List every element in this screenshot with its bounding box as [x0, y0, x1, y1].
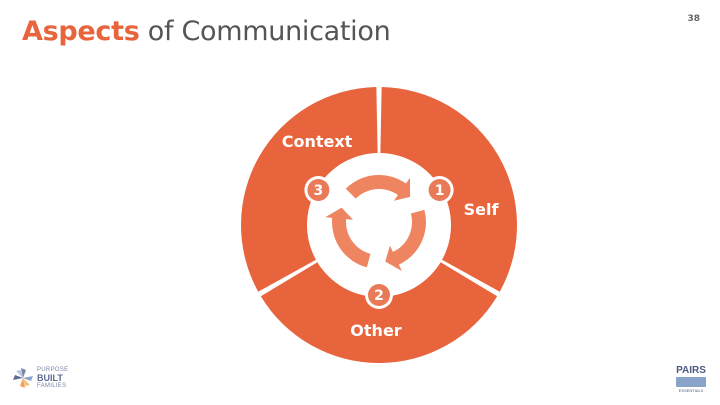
badge-group: 1 2 3 — [304, 176, 454, 309]
badge-number-self: 1 — [435, 183, 445, 199]
segment-label-context: Context — [282, 132, 353, 151]
segment-label-self: Self — [464, 200, 500, 219]
page-number: 38 — [687, 14, 700, 24]
badge-fill-self — [428, 179, 451, 201]
logo-left-line2: BUILT — [37, 373, 63, 383]
title-rest: of Communication — [147, 16, 391, 47]
segment-label-other: Other — [350, 321, 401, 340]
badge-context: 3 — [304, 176, 333, 204]
badge-fill-other — [368, 284, 390, 306]
pinwheel-icon — [13, 368, 33, 388]
segment-other — [260, 262, 498, 363]
badge-number-other: 2 — [374, 288, 384, 304]
cycle-arrow-2 — [385, 209, 427, 271]
pairs-logo: PAIRS ESSENTIALS — [676, 366, 706, 393]
title-highlight: Aspects — [22, 16, 140, 47]
cycle-arrows-icon — [325, 174, 427, 271]
pairs-logo-sub: ESSENTIALS — [678, 388, 704, 393]
cycle-arrow-3 — [325, 207, 371, 268]
pairs-logo-name: PAIRS — [676, 365, 706, 376]
logo-left-line3: FAMILIES — [37, 383, 67, 389]
slide-title: Aspects of Communication — [22, 16, 391, 47]
purpose-built-families-logo: PURPOSE BUILT FAMILIES — [12, 366, 68, 390]
badge-number-context: 3 — [314, 183, 324, 199]
badge-other: 2 — [365, 281, 393, 309]
cycle-arrow-1 — [345, 174, 411, 201]
segment-labels: Self Other Context — [282, 132, 500, 340]
badge-fill-context — [307, 179, 330, 201]
logo-left-line1: PURPOSE — [37, 367, 69, 373]
badge-self: 1 — [425, 176, 454, 204]
pairs-logo-wave — [676, 377, 706, 387]
